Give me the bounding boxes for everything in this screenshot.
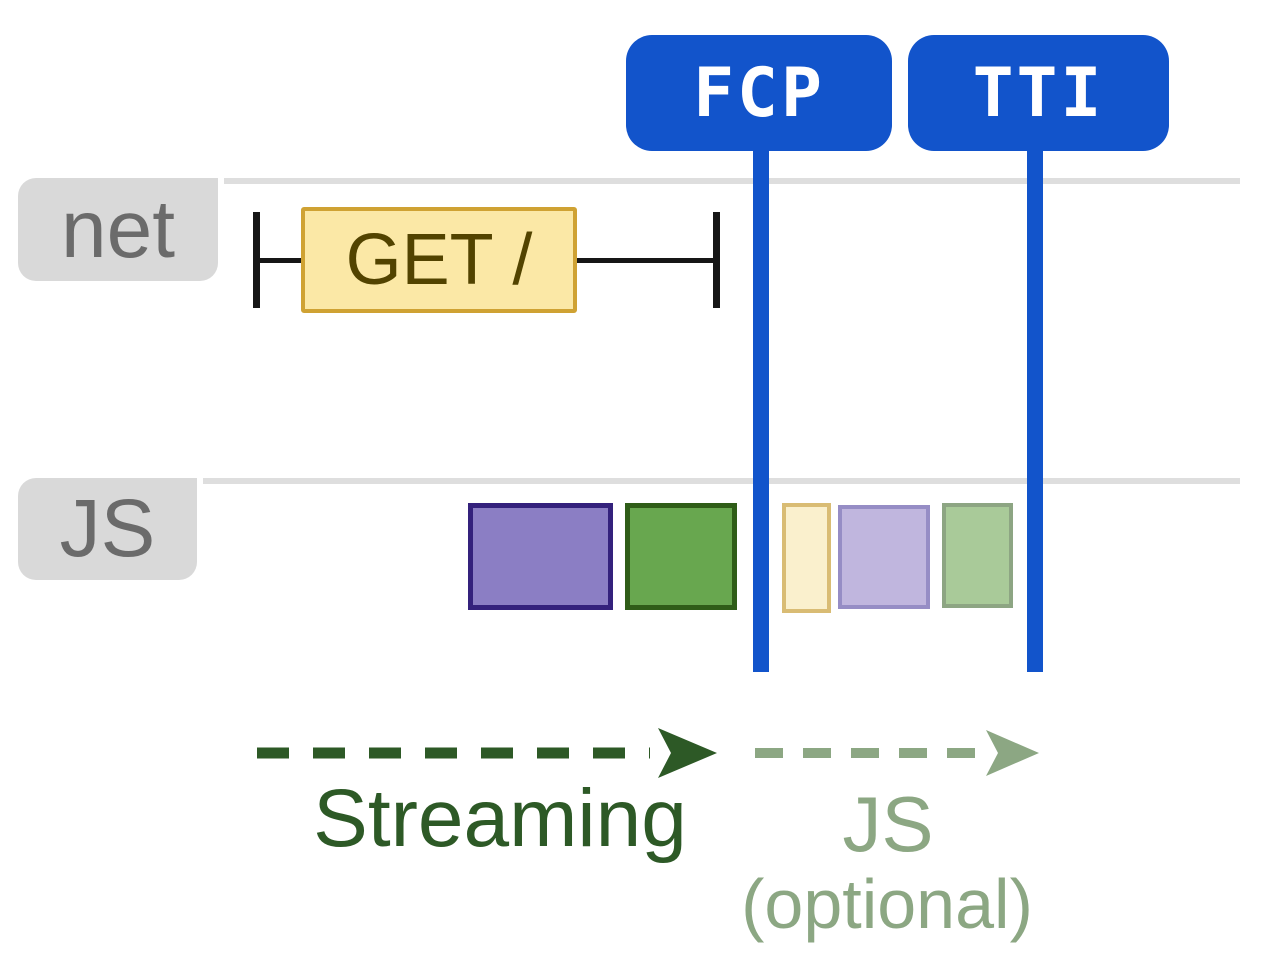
- js-task-purple: [468, 503, 613, 610]
- js-task-yellow-faded: [782, 503, 831, 613]
- fcp-badge: FCP: [626, 35, 892, 151]
- js-task-purple-faded: [838, 505, 930, 609]
- js-optional-label-line2: (optional): [741, 865, 1033, 943]
- fcp-marker-line: [753, 150, 769, 672]
- get-request-box: GET /: [301, 207, 577, 313]
- js-optional-label-line1: JS: [842, 780, 934, 868]
- js-task-green-faded: [942, 503, 1013, 608]
- request-end-tick: [713, 212, 720, 308]
- streaming-label: Streaming: [313, 773, 687, 864]
- net-track-line: [224, 178, 1240, 184]
- tti-marker-line: [1027, 150, 1043, 672]
- js-row-label: JS: [18, 478, 197, 580]
- js-track-line: [203, 478, 1240, 484]
- js-task-green: [625, 503, 737, 610]
- streaming-arrowhead: [658, 728, 717, 778]
- js-optional-arrowhead: [986, 730, 1039, 776]
- tti-badge: TTI: [908, 35, 1169, 151]
- net-row-label: net: [18, 178, 218, 281]
